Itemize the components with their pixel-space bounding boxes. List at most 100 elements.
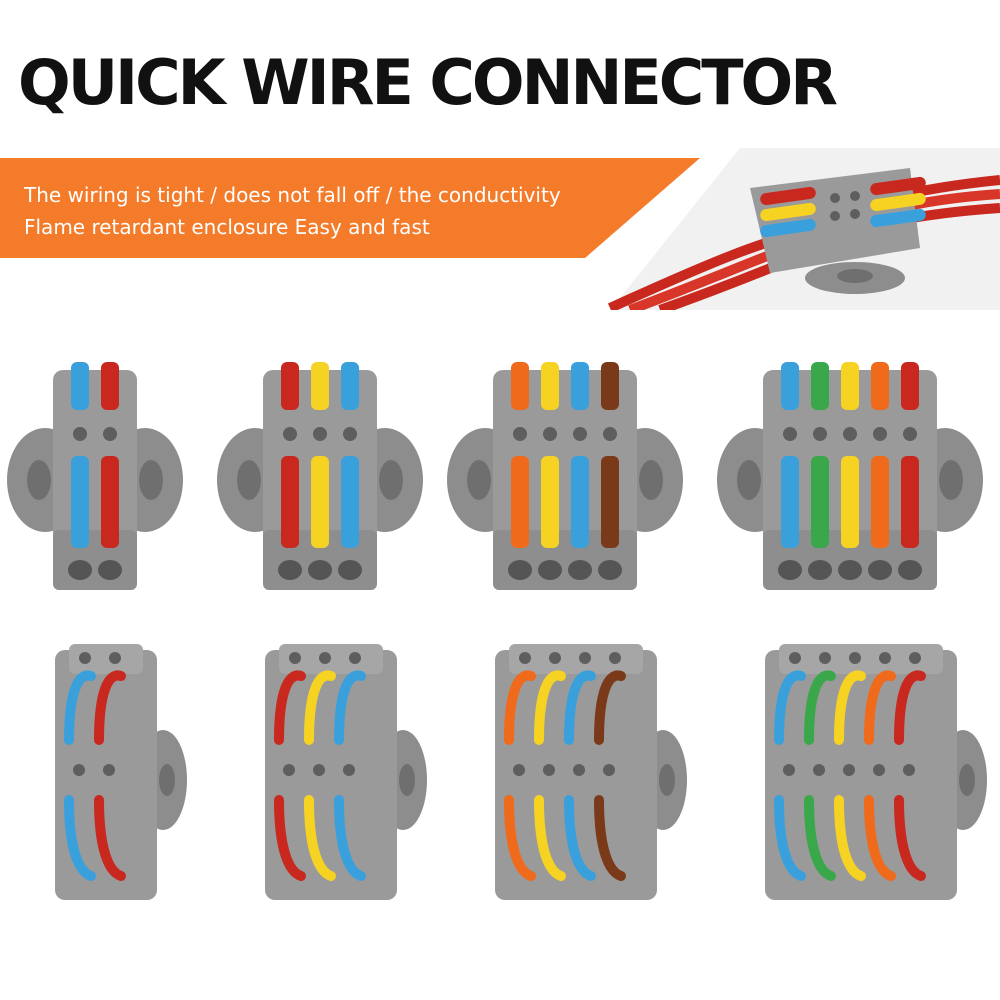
wire-port xyxy=(898,560,922,580)
wire-port xyxy=(508,560,532,580)
lever-red xyxy=(901,362,919,410)
test-hole xyxy=(513,427,527,441)
mount-hole xyxy=(939,460,963,500)
lever-yellow xyxy=(841,456,859,548)
lever-red xyxy=(274,795,306,881)
hero-connector xyxy=(750,168,926,294)
hero-product-photo xyxy=(607,148,1000,310)
test-hole xyxy=(813,764,825,776)
lever-blue xyxy=(774,795,806,881)
lever-blue xyxy=(64,670,96,745)
lever-blue xyxy=(334,795,366,881)
lever-yellow xyxy=(534,670,566,745)
lever-blue xyxy=(64,795,96,881)
lever-brown xyxy=(601,456,619,548)
test-hole xyxy=(543,427,557,441)
wire-port xyxy=(68,560,92,580)
lever-blue xyxy=(781,362,799,410)
lever-orange xyxy=(871,362,889,410)
lever-yellow xyxy=(311,456,329,548)
test-hole xyxy=(873,764,885,776)
wire-port xyxy=(598,560,622,580)
wire-port xyxy=(579,652,591,664)
test-hole xyxy=(313,764,325,776)
lever-brown xyxy=(601,362,619,410)
mount-hole xyxy=(237,460,261,500)
mount-hole xyxy=(379,460,403,500)
mount-hole xyxy=(159,764,175,796)
test-hole xyxy=(343,427,357,441)
connector-base xyxy=(53,530,137,590)
product-grid xyxy=(7,362,987,900)
lever-blue xyxy=(341,362,359,410)
lever-green xyxy=(804,795,836,881)
lever-yellow xyxy=(841,362,859,410)
connector-top xyxy=(509,644,643,674)
test-hole xyxy=(103,764,115,776)
lever-green xyxy=(811,456,829,548)
wire-port xyxy=(868,560,892,580)
mount-hole xyxy=(467,460,491,500)
test-hole xyxy=(283,427,297,441)
lever-yellow xyxy=(834,795,866,881)
wire-port xyxy=(289,652,301,664)
mount-hole xyxy=(737,460,761,500)
lever-blue xyxy=(341,456,359,548)
wire-port xyxy=(849,652,861,664)
lever-blue xyxy=(71,456,89,548)
lever-blue xyxy=(564,670,596,745)
connector-5-way-angled xyxy=(765,644,987,900)
wire-port xyxy=(538,560,562,580)
lever-orange xyxy=(504,795,536,881)
test-hole xyxy=(603,427,617,441)
page-title: QUICK WIRE CONNECTOR xyxy=(18,46,838,119)
wire-port xyxy=(349,652,361,664)
test-hole xyxy=(843,764,855,776)
lever-blue xyxy=(334,670,366,745)
test-hole xyxy=(573,764,585,776)
test-hole xyxy=(783,764,795,776)
lever-blue xyxy=(71,362,89,410)
lever-red xyxy=(894,670,926,745)
lever-yellow xyxy=(541,362,559,410)
test-hole xyxy=(843,427,857,441)
lever-red xyxy=(281,362,299,410)
banner-background xyxy=(0,158,700,258)
wire-port xyxy=(838,560,862,580)
lever-red xyxy=(101,456,119,548)
connector-3-way-front xyxy=(217,362,423,590)
mount-hole xyxy=(659,764,675,796)
lever-blue xyxy=(781,456,799,548)
wire-port xyxy=(308,560,332,580)
mount-hole xyxy=(959,764,975,796)
lever-red xyxy=(281,456,299,548)
lever-orange xyxy=(871,456,889,548)
test-hole xyxy=(543,764,555,776)
test-hole xyxy=(103,427,117,441)
test-hole xyxy=(873,427,887,441)
mount-hole xyxy=(639,460,663,500)
connector-top xyxy=(279,644,383,674)
lever-brown xyxy=(594,795,626,881)
test-hole xyxy=(573,427,587,441)
banner-text: The wiring is tight / does not fall off … xyxy=(24,179,561,243)
wire-port xyxy=(778,560,802,580)
lever-orange xyxy=(504,670,536,745)
lever-blue xyxy=(571,362,589,410)
test-hole xyxy=(813,427,827,441)
connector-2-way-front xyxy=(7,362,183,590)
test-hole xyxy=(73,764,85,776)
wire-port xyxy=(79,652,91,664)
wire-port xyxy=(109,652,121,664)
lever-blue xyxy=(774,670,806,745)
connector-top xyxy=(69,644,143,674)
lever-yellow xyxy=(304,795,336,881)
wire-port xyxy=(319,652,331,664)
lever-blue xyxy=(571,456,589,548)
wire-port xyxy=(819,652,831,664)
connector-5-way-front xyxy=(717,362,983,590)
lever-red xyxy=(894,795,926,881)
lever-yellow xyxy=(304,670,336,745)
wire-port xyxy=(519,652,531,664)
lever-red xyxy=(94,670,126,745)
